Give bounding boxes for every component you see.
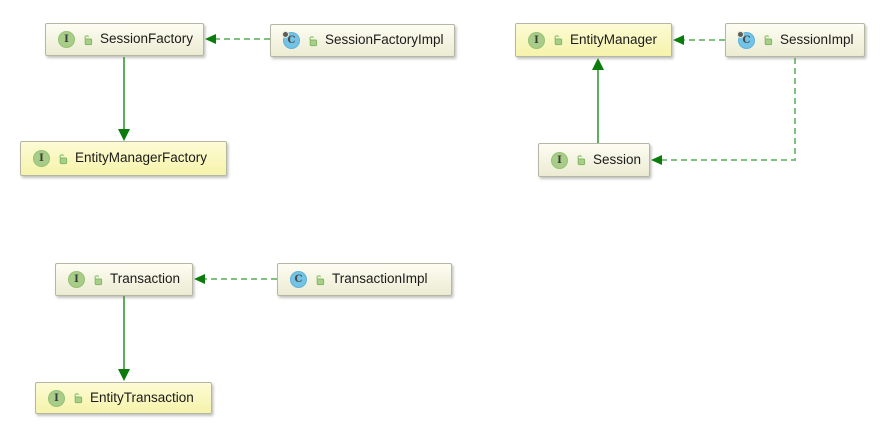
interface-icon: I — [58, 31, 75, 48]
public-lock-icon — [59, 153, 68, 164]
node-session-impl[interactable]: C SessionImpl — [725, 23, 865, 57]
class-icon: C — [290, 271, 307, 288]
public-lock-icon — [74, 393, 83, 404]
edge-sessionimpl-to-session — [651, 58, 796, 165]
node-session[interactable]: I Session — [538, 143, 650, 177]
class-icon: C — [737, 30, 755, 49]
edge-session-to-entitymanager — [592, 58, 604, 143]
edge-sessionfactory-to-entitymanagerfactory — [118, 57, 130, 141]
node-label: SessionImpl — [780, 31, 854, 47]
interface-icon: I — [48, 389, 65, 407]
public-lock-icon — [316, 274, 325, 285]
public-lock-icon — [554, 35, 563, 46]
edge-sessionfactoryimpl-to-sessionfactory — [205, 34, 270, 44]
edge-sessionimpl-to-entitymanager — [673, 35, 725, 45]
node-label: EntityManager — [570, 31, 658, 47]
node-label: Session — [593, 151, 642, 167]
node-label: EntityTransaction — [90, 389, 194, 405]
node-transaction[interactable]: I Transaction — [55, 263, 193, 296]
public-lock-icon — [764, 35, 773, 46]
edge-transactionimpl-to-transaction — [194, 274, 277, 284]
class-marker-dot — [282, 31, 289, 38]
node-label: SessionFactory — [100, 31, 194, 47]
node-label: SessionFactoryImpl — [325, 32, 444, 48]
node-entity-manager-factory[interactable]: I EntityManagerFactory — [20, 141, 227, 176]
node-session-factory[interactable]: I SessionFactory — [45, 23, 204, 56]
interface-icon: I — [68, 271, 85, 288]
public-lock-icon — [94, 274, 103, 285]
class-icon: C — [282, 31, 300, 49]
node-label: TransactionImpl — [332, 271, 428, 287]
node-entity-transaction[interactable]: I EntityTransaction — [35, 382, 212, 414]
node-session-factory-impl[interactable]: C SessionFactoryImpl — [270, 24, 455, 57]
interface-icon: I — [33, 150, 50, 167]
node-transaction-impl[interactable]: C TransactionImpl — [277, 263, 452, 296]
node-entity-manager[interactable]: I EntityManager — [515, 23, 672, 57]
edge-transaction-to-entitytransaction — [118, 296, 130, 381]
public-lock-icon — [84, 34, 93, 45]
node-label: Transaction — [110, 271, 181, 287]
interface-icon: I — [528, 31, 545, 49]
public-lock-icon — [577, 155, 586, 166]
node-label: EntityManagerFactory — [75, 150, 208, 166]
interface-icon: I — [551, 151, 568, 169]
class-marker-dot — [737, 30, 744, 38]
public-lock-icon — [309, 35, 318, 46]
